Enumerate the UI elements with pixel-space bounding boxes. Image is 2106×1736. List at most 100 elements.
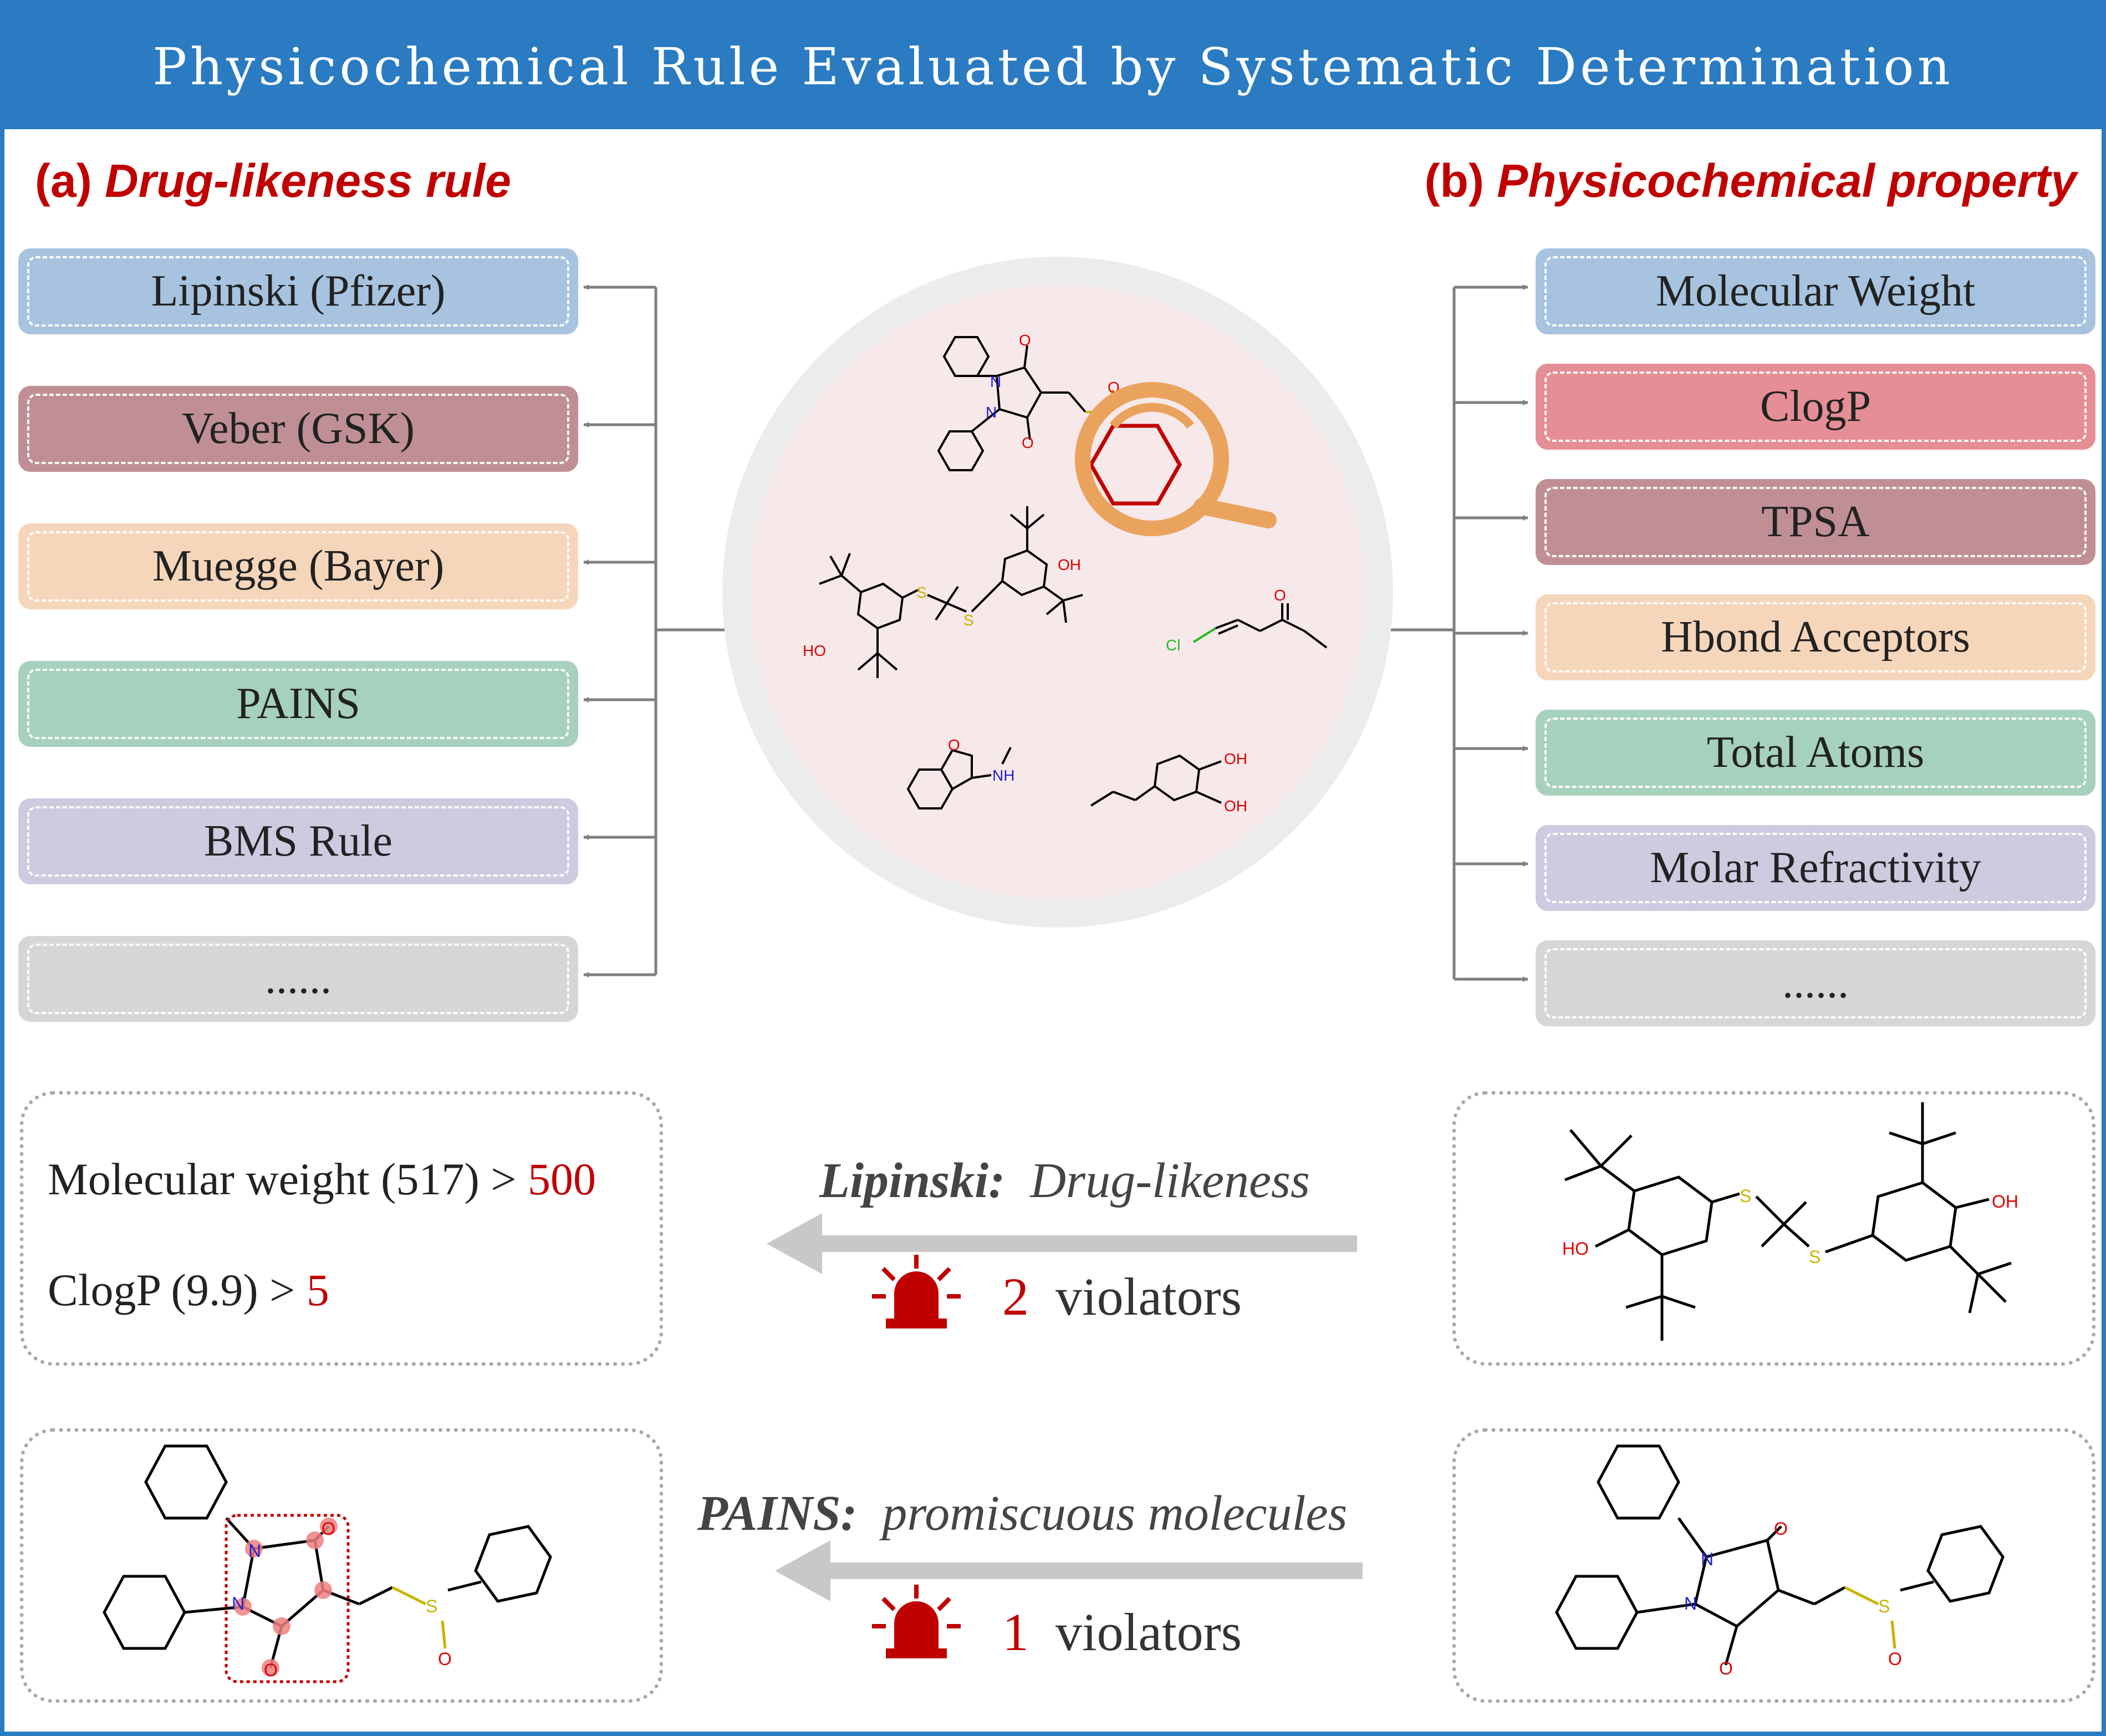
atom-o-label: O (1274, 587, 1286, 604)
mw-violation-prefix: Molecular weight (517) > (48, 1154, 528, 1204)
rule-label: ...... (265, 954, 332, 1003)
atom-s-label: S (1809, 1247, 1821, 1267)
atom-nh-label: NH (992, 767, 1014, 784)
molecule-sulfinpyrazone-right (1555, 1444, 2005, 1666)
right-connector-tree (1379, 284, 1528, 982)
atom-o-label: O (948, 736, 960, 754)
mw-violation-text: Molecular weight (517) > 500 (48, 1153, 596, 1205)
molecule-chloroketone (1192, 603, 1328, 649)
molecule-circle (750, 284, 1365, 900)
lipinski-rule-name: Lipinski (819, 1153, 989, 1208)
lipinski-rule-label: Lipinski: Drug-likeness (819, 1152, 1310, 1209)
clogp-violation-prefix: ClogP (9.9) > (48, 1265, 307, 1315)
property-label: Total Atoms (1706, 728, 1925, 777)
section-b-paren: (b) (1424, 155, 1484, 207)
atom-n-label: N (986, 404, 997, 421)
rule-label: Muegge (Bayer) (152, 542, 445, 590)
lipinski-violation-panel (20, 1091, 663, 1366)
pains-rule-sep: : (840, 1486, 858, 1541)
property-label: Molecular Weight (1655, 267, 1976, 315)
property-box-hba: Hbond Acceptors (1536, 594, 2095, 680)
property-label: TPSA (1761, 497, 1870, 546)
molecule-probucol-center (819, 506, 1083, 678)
atom-n-label: N (1701, 1549, 1714, 1569)
atom-o-label: O (1719, 1658, 1733, 1678)
pains-violators: 1 violators (1002, 1601, 1242, 1663)
lipinski-violators: 2 violators (1002, 1266, 1242, 1327)
rule-box-pains: PAINS (18, 661, 578, 747)
pains-substructure-highlight (225, 1514, 350, 1683)
section-b-text: Physicochemical property (1497, 155, 2077, 207)
pains-violator-count: 1 (1002, 1602, 1029, 1662)
property-label: ClogP (1760, 382, 1872, 431)
atom-s-label: S (426, 1596, 437, 1616)
arrow-left-icon (767, 1213, 1357, 1274)
atom-oh-label: OH (1058, 556, 1081, 573)
lipinski-violator-label: violators (1055, 1267, 1242, 1326)
atom-o-label: O (438, 1649, 452, 1669)
molecule-sulfinpyrazone-highlighted (103, 1444, 552, 1668)
arrow-left-icon (775, 1540, 1363, 1601)
property-box-mr: Molar Refractivity (1536, 825, 2095, 911)
atom-ho-label: HO (803, 642, 826, 659)
magnifier-icon (1075, 382, 1277, 536)
alarm-light-icon (872, 1585, 961, 1658)
atom-s-label: S (1740, 1186, 1751, 1206)
atom-n-label: N (990, 373, 1001, 390)
atom-oh-label: OH (1224, 797, 1247, 814)
rule-label: Lipinski (Pfizer) (151, 267, 446, 315)
atom-n-label: N (232, 1594, 244, 1613)
atom-s-label: S (963, 612, 974, 629)
lipinski-rule-desc: Drug-likeness (1030, 1153, 1310, 1208)
property-box-mw: Molecular Weight (1536, 248, 2095, 334)
lipinski-molecule-panel (1452, 1091, 2095, 1366)
property-box-more: ...... (1536, 940, 2095, 1026)
highlighted-atoms (234, 1518, 338, 1677)
clogp-threshold: 5 (306, 1265, 329, 1315)
pains-highlight-panel (20, 1428, 663, 1703)
molecule-benzofuranamine (906, 747, 1012, 810)
atom-oh-label: OH (1992, 1192, 2018, 1211)
rule-label: Veber (GSK) (182, 404, 415, 453)
atom-o-label: O (1022, 434, 1034, 451)
atom-n-label: N (1684, 1594, 1697, 1613)
diagram-graphics: N N O O O (103, 257, 2018, 1683)
property-label: Hbond Acceptors (1661, 613, 1970, 661)
property-label: Molar Refractivity (1650, 843, 1981, 892)
mw-threshold: 500 (528, 1154, 596, 1204)
atom-o-label: O (1888, 1649, 1902, 1669)
property-label: ...... (1782, 959, 1849, 1007)
molecule-sulfinpyrazone-top (937, 336, 1182, 506)
pains-rule-name: PAINS (697, 1486, 841, 1541)
clogp-violation-text: ClogP (9.9) > 5 (48, 1264, 329, 1316)
lipinski-violator-count: 2 (1002, 1267, 1029, 1326)
pains-rule-desc: promiscuous molecules (882, 1486, 1348, 1541)
pains-rule-label: PAINS: promiscuous molecules (697, 1485, 1347, 1542)
atom-oh-label: OH (1224, 750, 1247, 767)
rule-label: BMS Rule (203, 817, 393, 866)
atom-cl-label: Cl (1166, 637, 1180, 654)
lipinski-rule-sep: : (988, 1153, 1006, 1208)
molecule-probucol-large (1564, 1102, 2012, 1341)
atom-o-label: O (1019, 332, 1031, 349)
section-a-title: (a) Drug-likeness rule (35, 154, 511, 208)
atom-n-label: N (248, 1541, 261, 1561)
atom-s-label: S (1878, 1596, 1890, 1616)
pains-violator-label: violators (1055, 1602, 1242, 1662)
atom-o-label: O (1774, 1519, 1788, 1539)
atom-o-label: O (264, 1660, 278, 1680)
atom-o-label: O (322, 1519, 335, 1539)
section-a-text: Drug-likeness rule (105, 155, 511, 207)
section-a-paren: (a) (35, 155, 92, 207)
rule-box-more: ...... (18, 936, 578, 1022)
molecule-propylcatechol (1090, 754, 1222, 807)
alarm-light-icon (872, 1255, 961, 1328)
property-box-tpsa: TPSA (1536, 479, 2095, 565)
left-connector-tree (583, 284, 735, 978)
section-b-title: (b) Physicochemical property (1425, 154, 2077, 208)
figure-title: Physicochemical Rule Evaluated by System… (4, 4, 2102, 129)
rule-box-veber: Veber (GSK) (18, 386, 578, 472)
rule-label: PAINS (236, 679, 360, 728)
atom-s-label: S (916, 584, 927, 601)
